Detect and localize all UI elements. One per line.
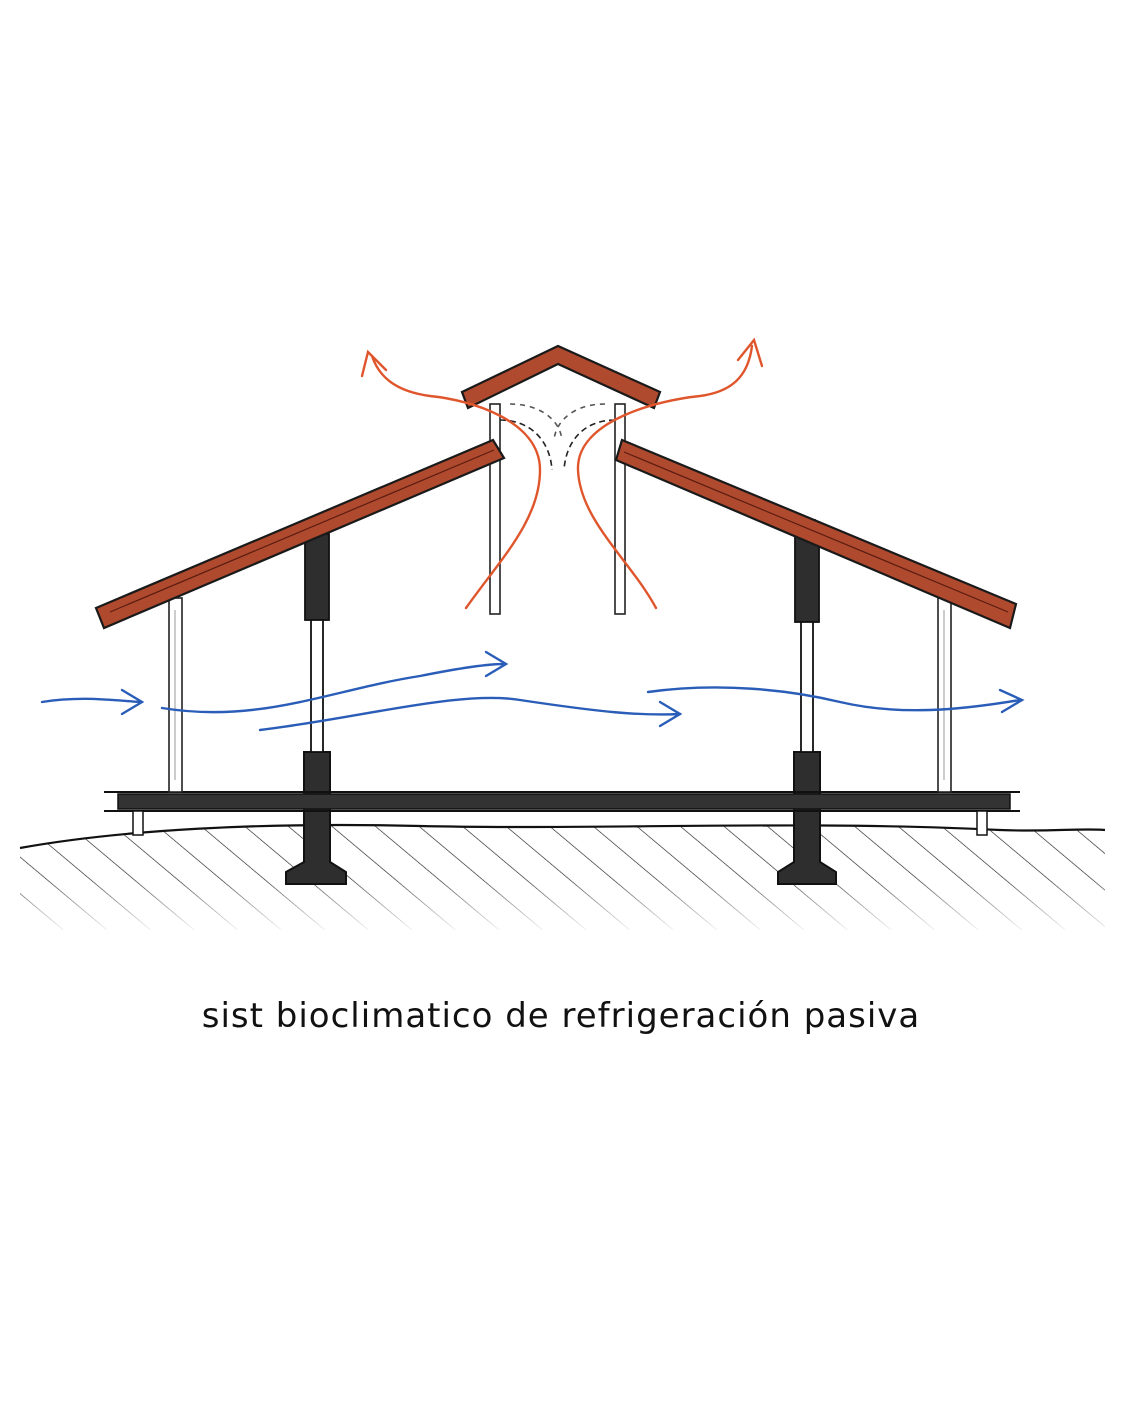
cool-air-inlet-icon (40, 697, 142, 704)
hot-air-right-icon (576, 344, 754, 610)
cool-air-stream-2-icon (258, 696, 682, 732)
main-columns (304, 517, 820, 753)
cool-air-outlet-icon (646, 686, 1022, 712)
ground (19, 823, 1110, 935)
floor-slab (104, 791, 1020, 836)
foundation-footings (285, 751, 837, 885)
outer-posts (168, 597, 952, 793)
main-roof (94, 438, 1018, 630)
cool-air-flow (40, 650, 1025, 732)
diagram-caption: sist bioclimatico de refrigeración pasiv… (201, 996, 921, 1036)
ventilation-chimney (489, 403, 626, 615)
hot-air-flow (360, 337, 764, 610)
ridge-cap-roof (460, 344, 662, 410)
hot-air-left-icon (370, 354, 542, 610)
cool-air-stream-1-icon (160, 662, 506, 714)
